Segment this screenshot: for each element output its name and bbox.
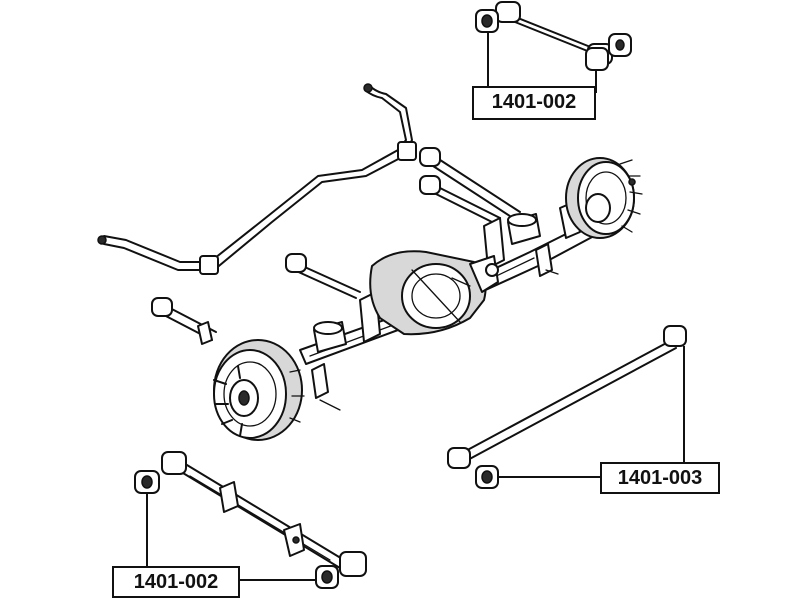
differential bbox=[369, 250, 499, 336]
part-label-right: 1401-003 bbox=[600, 462, 720, 494]
lateral-rod-bushing bbox=[475, 465, 499, 489]
upper-arm-front bbox=[285, 253, 361, 299]
bottom-bushing-right bbox=[315, 565, 339, 589]
top-bushing-left bbox=[475, 9, 499, 33]
lateral-rod bbox=[447, 325, 687, 469]
brake-drum-right bbox=[565, 157, 643, 239]
stabilizer-bar bbox=[97, 83, 417, 275]
leader-top-left bbox=[472, 32, 489, 94]
bottom-link bbox=[161, 451, 367, 577]
lower-arm-left bbox=[151, 297, 217, 345]
top-bushing-right bbox=[585, 33, 632, 71]
part-label-bottom: 1401-002 bbox=[112, 566, 240, 598]
leader-lines bbox=[146, 32, 685, 581]
upper-arm-rear bbox=[419, 147, 521, 225]
brake-drum-left bbox=[213, 339, 305, 441]
bottom-bushing-left bbox=[134, 470, 160, 494]
part-label-top: 1401-002 bbox=[472, 86, 596, 120]
